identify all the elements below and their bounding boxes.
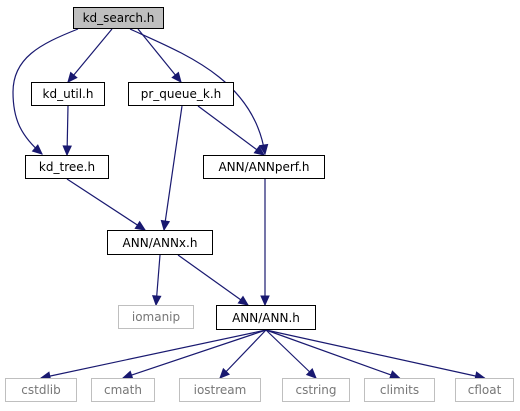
edge-kd_search-to-kd_tree <box>12 28 79 155</box>
edge-annx-to-ann <box>177 254 250 306</box>
edge-annperf-to-ann <box>260 179 270 307</box>
node-ann-annperf-h[interactable]: ANN/ANNperf.h <box>203 155 325 179</box>
edge-kd_search-to-pr_queue_k <box>137 28 182 83</box>
node-cfloat: cfloat <box>455 378 514 402</box>
node-kd-search-h[interactable]: kd_search.h <box>73 7 164 29</box>
edge-ann-to-cmath <box>121 329 267 380</box>
edge-annx-to-iomanip <box>152 254 162 307</box>
node-iomanip: iomanip <box>118 305 194 329</box>
node-pr-queue-k-h[interactable]: pr_queue_k.h <box>128 82 234 106</box>
edge-pr_queue_k-to-annperf <box>197 105 265 156</box>
node-ann-annx-h[interactable]: ANN/ANNx.h <box>107 230 213 255</box>
node-climits: climits <box>364 378 435 402</box>
node-cmath: cmath <box>91 378 155 402</box>
edge-ann-to-climits <box>265 329 401 380</box>
edge-ann-to-cfloat <box>265 329 486 381</box>
node-cstring: cstring <box>282 378 350 402</box>
edge-kd_search-to-annperf <box>129 28 269 156</box>
edge-ann-to-cstdlib <box>39 329 267 381</box>
node-ann-ann-h[interactable]: ANN/ANN.h <box>216 305 316 330</box>
edge-ann-to-cstring <box>265 329 317 379</box>
edge-kd_search-to-kd_util <box>67 28 113 83</box>
node-iostream: iostream <box>179 378 261 402</box>
node-kd-tree-h[interactable]: kd_tree.h <box>25 155 109 179</box>
edge-ann-to-iostream <box>219 329 267 379</box>
edge-pr_queue_k-to-annx <box>160 105 183 232</box>
edge-kd_util-to-kd_tree <box>62 105 72 157</box>
node-kd-util-h[interactable]: kd_util.h <box>31 82 105 106</box>
node-cstdlib: cstdlib <box>5 378 77 402</box>
edge-kd_tree-to-annx <box>66 178 147 231</box>
